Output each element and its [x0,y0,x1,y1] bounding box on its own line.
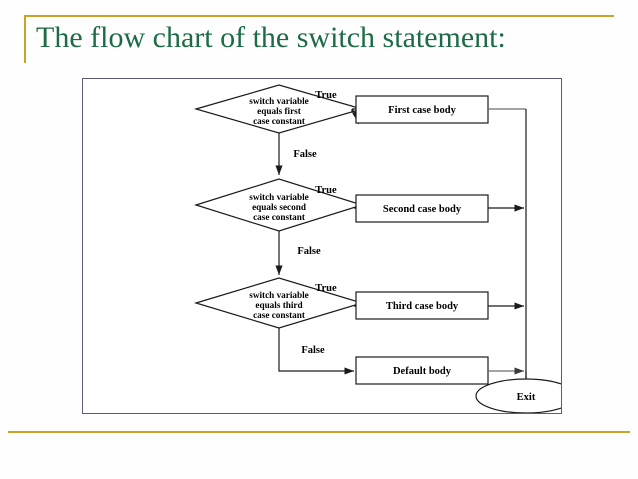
box-default-label: Default body [393,366,452,377]
box-third-case: Third case body [355,291,489,320]
edge-label-d3-true: True [315,283,337,294]
decision-first: switch variable equals first case consta… [193,84,365,134]
decision-third-line-3: case constant [253,310,306,320]
decision-second-line-1: switch variable [249,192,308,202]
decision-first-line-2: equals first [257,106,302,116]
title-left-accent-bar [24,15,26,63]
decision-second-line-3: case constant [253,212,306,222]
decision-first-line-1: switch variable [249,96,308,106]
decision-third-line-1: switch variable [249,290,308,300]
box-third-case-shape [355,291,489,320]
box-default: Default body [355,356,489,385]
decision-third-line-2: equals third [255,300,302,310]
box-first-case-label: First case body [388,105,456,116]
exit-node-label: Exit [517,392,536,403]
edge-label-d1-false: False [293,149,317,160]
page-title: The flow chart of the switch statement: [36,21,506,54]
edge-label-d2-false: False [297,246,321,257]
box-second-case: Second case body [355,194,489,223]
decision-third: switch variable equals third case consta… [193,277,365,329]
decision-first-line-3: case constant [253,116,306,126]
footer-rule [8,431,630,433]
box-second-case-label: Second case body [383,204,462,215]
flowchart-svg: switch variable equals first case consta… [193,84,561,413]
decision-second-line-2: equals second [252,202,306,212]
box-first-case-shape [355,95,489,124]
edge-label-d2-true: True [315,185,337,196]
edge-label-d3-false: False [301,345,325,356]
box-third-case-label: Third case body [386,301,459,312]
decision-second: switch variable equals second case const… [193,178,365,232]
box-first-case: First case body [355,95,489,124]
exit-node: Exit [475,378,561,413]
title-top-rule [24,15,614,17]
flowchart-frame: switch variable equals first case consta… [82,78,562,414]
edge-label-d1-true: True [315,90,337,101]
exit-node-shape [475,378,561,413]
edge-d3-false [278,328,354,375]
